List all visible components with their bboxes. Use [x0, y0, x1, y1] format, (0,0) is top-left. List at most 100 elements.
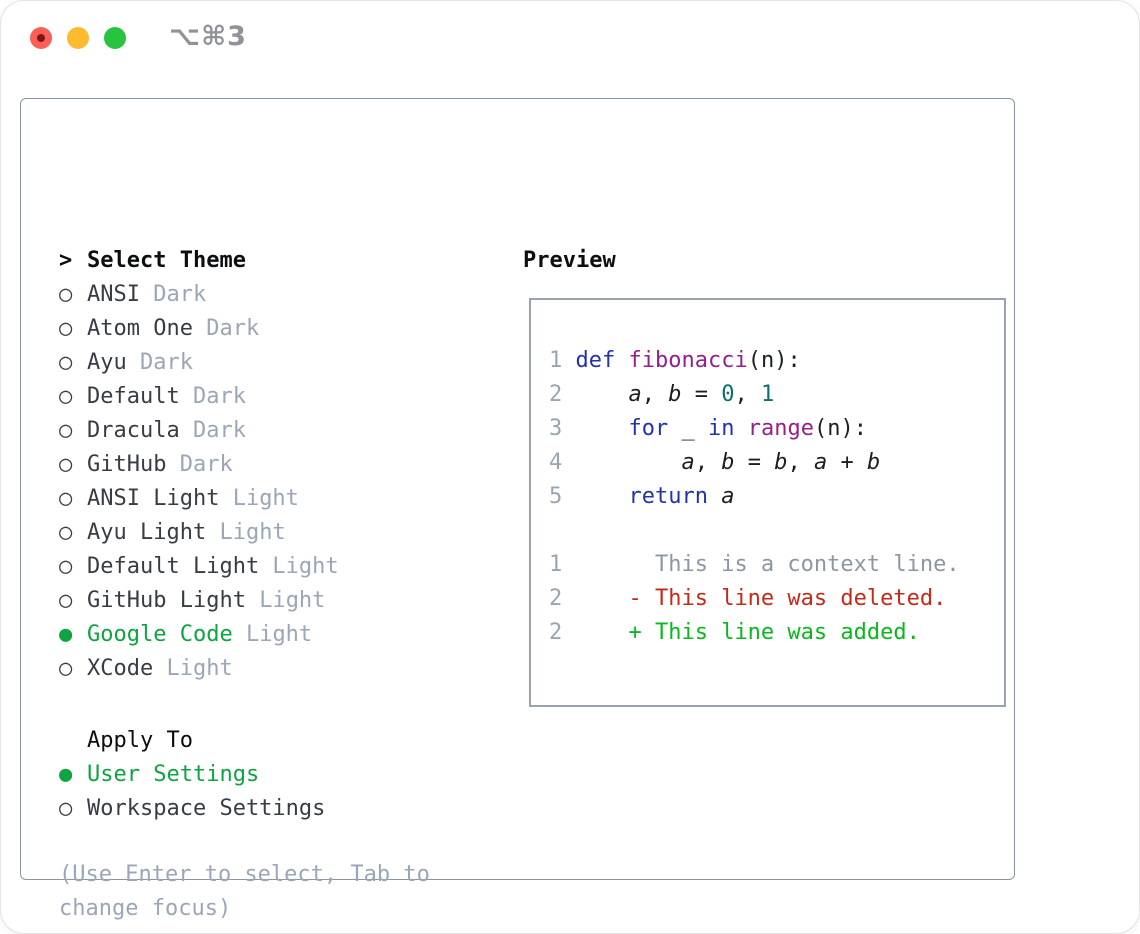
- zoom-button[interactable]: [104, 27, 126, 49]
- apply-to-header: Apply To: [59, 724, 499, 758]
- theme-name: GitHub: [87, 452, 167, 477]
- theme-variant-tag: Light: [206, 520, 286, 545]
- code-token-var: b: [668, 382, 682, 407]
- code-token-kw: return: [628, 484, 708, 509]
- theme-option-google-code[interactable]: ●Google Code Light: [59, 618, 499, 652]
- theme-option-ayu[interactable]: ○Ayu Dark: [59, 346, 499, 380]
- hint-line: change focus): [59, 896, 232, 921]
- theme-option-atom-one[interactable]: ○Atom One Dark: [59, 312, 499, 346]
- theme-name: XCode: [87, 656, 154, 681]
- code-line: 1 This is a context line.: [549, 548, 1004, 582]
- code-token-var: a: [681, 450, 695, 475]
- apply-option-label: User Settings: [87, 762, 260, 787]
- radio-unselected-icon: ○: [59, 588, 73, 613]
- theme-list-title: Select Theme: [87, 248, 246, 273]
- theme-variant-tag: Dark: [139, 282, 207, 307]
- code-line: 5 return a: [549, 480, 1004, 514]
- theme-variant-tag: Dark: [179, 418, 246, 443]
- radio-unselected-icon: ○: [59, 656, 73, 681]
- line-number: 3: [549, 416, 563, 441]
- theme-option-dracula[interactable]: ○Dracula Dark: [59, 414, 499, 448]
- code-token-kw: in: [707, 416, 735, 441]
- code-token-pln: [576, 382, 629, 407]
- code-token-pln: +: [827, 450, 867, 475]
- code-token-var: a: [813, 450, 828, 475]
- code-token-lit: 0: [721, 382, 735, 407]
- titlebar: [30, 27, 141, 49]
- theme-name: Ayu: [87, 350, 127, 375]
- theme-list-header: > Select Theme: [59, 244, 499, 278]
- theme-variant-tag: Dark: [166, 452, 233, 477]
- theme-option-github[interactable]: ○ GitHub Dark: [59, 448, 499, 482]
- apply-option-workspace-settings[interactable]: ○Workspace Settings: [59, 792, 499, 826]
- theme-name: ANSI Light: [87, 486, 220, 511]
- theme-option-ansi[interactable]: ○ANSI Dark: [59, 278, 499, 312]
- hint-line: (Use Enter to select, Tab to: [59, 862, 430, 887]
- preview-title: Preview: [523, 248, 616, 273]
- code-token-pln: =: [681, 382, 722, 407]
- window-title: ⌥⌘3: [169, 21, 247, 52]
- radio-selected-icon: ●: [59, 622, 73, 647]
- code-line: 4 a, b = b, a + b: [549, 446, 1004, 480]
- radio-unselected-icon: ○: [59, 384, 73, 409]
- theme-option-ayu-light[interactable]: ○Ayu Light Light: [59, 516, 499, 550]
- apply-to-options: ● User Settings ○Workspace Settings: [59, 758, 499, 826]
- code-token-pln: [734, 416, 747, 441]
- code-line: 2 a, b = 0, 1: [549, 378, 1004, 412]
- apply-to-title: Apply To: [87, 728, 193, 753]
- theme-option-default-light[interactable]: ○Default Light Light: [59, 550, 499, 584]
- code-token-del: - This line was deleted.: [575, 586, 947, 611]
- code-token-var: b: [866, 450, 881, 475]
- prompt-icon: >: [59, 248, 73, 273]
- code-token-pln: =: [734, 450, 775, 475]
- code-token-pln: (n):: [813, 416, 867, 441]
- line-number: 5: [549, 484, 563, 509]
- code-token-kw: for: [628, 416, 669, 441]
- theme-option-xcode[interactable]: ○ XCode Light: [59, 652, 499, 686]
- theme-variant-tag: Light: [259, 554, 339, 579]
- theme-name: Default: [87, 384, 180, 409]
- radio-unselected-icon: ○: [59, 452, 73, 477]
- theme-list: ○ANSI Dark○Atom One Dark○Ayu Dark○Defaul…: [59, 278, 499, 686]
- theme-variant-tag: Light: [232, 622, 313, 647]
- apply-to-section: Apply To ● User Settings ○Workspace Settin…: [59, 724, 499, 826]
- close-button[interactable]: [30, 27, 52, 49]
- code-token-ctx: This is a context line.: [575, 552, 960, 577]
- line-number: 4: [549, 450, 563, 475]
- theme-name: Dracula: [87, 418, 180, 443]
- code-token-pln: [576, 416, 629, 441]
- code-token-pln: _: [668, 416, 708, 441]
- code-token-lit: 1: [760, 382, 775, 407]
- theme-option-ansi-light[interactable]: ○ANSI Light Light: [59, 482, 499, 516]
- line-number: 2: [549, 586, 563, 611]
- keyboard-hint: (Use Enter to select, Tab to change focu…: [59, 858, 499, 926]
- code-token-var: b: [721, 450, 735, 475]
- code-line: 1 def fibonacci(n):: [549, 344, 1004, 378]
- theme-option-github-light[interactable]: ○GitHub Light Light: [59, 584, 499, 618]
- line-number: 2: [549, 620, 563, 645]
- radio-unselected-icon: ○: [59, 316, 73, 341]
- theme-name: ANSI: [87, 282, 140, 307]
- code-token-pln: ,: [641, 382, 669, 407]
- line-number: 1: [549, 348, 563, 373]
- line-number: 2: [549, 382, 563, 407]
- apply-option-label: Workspace Settings: [87, 796, 326, 821]
- code-token-pln: [576, 450, 682, 475]
- code-token-var: b: [774, 450, 788, 475]
- theme-option-default[interactable]: ○Default Dark: [59, 380, 499, 414]
- code-token-pln: ,: [694, 450, 722, 475]
- code-line: 2 + This line was added.: [549, 616, 1004, 650]
- apply-option-user-settings[interactable]: ● User Settings: [59, 758, 499, 792]
- code-token-pln: ,: [734, 382, 761, 407]
- radio-selected-icon: ●: [59, 762, 73, 787]
- code-token-var: a: [721, 484, 735, 509]
- minimize-button[interactable]: [67, 27, 89, 49]
- radio-unselected-icon: ○: [59, 554, 73, 579]
- theme-variant-tag: Light: [153, 656, 233, 681]
- theme-variant-tag: Dark: [192, 316, 260, 341]
- line-number: 1: [549, 552, 563, 577]
- theme-column: >Select Theme ○ANSI Dark○Atom One Dark○A…: [59, 244, 499, 926]
- code-token-add: + This line was added.: [575, 620, 920, 645]
